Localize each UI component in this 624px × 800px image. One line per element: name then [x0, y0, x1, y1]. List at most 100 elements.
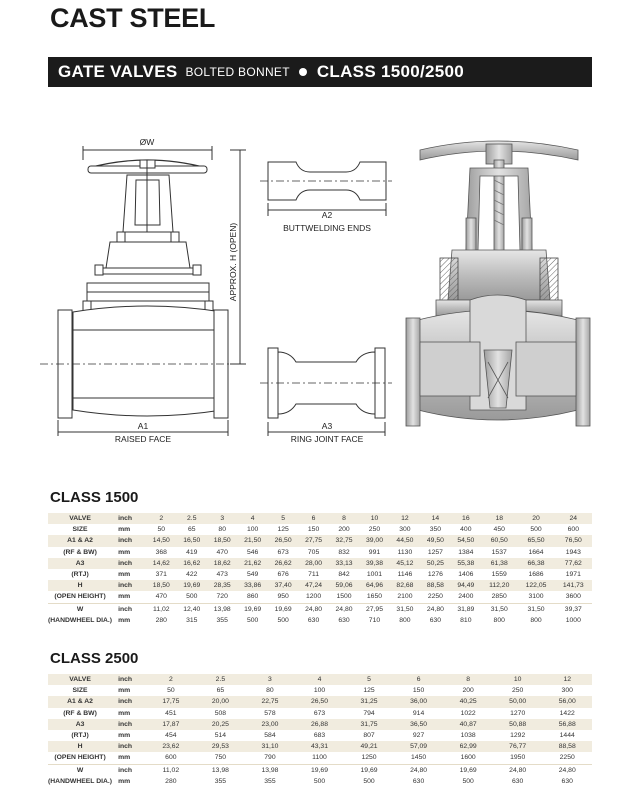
unit-cell: mm: [118, 754, 131, 762]
value-cell: 80: [266, 687, 274, 695]
valve-outline-drawing: [40, 146, 246, 436]
value-cell: 21,62: [237, 557, 268, 569]
unit-cell: inch: [112, 602, 147, 615]
unit-cell: inch: [112, 557, 147, 569]
value-cell: 8: [443, 674, 493, 686]
value-cell: 578: [264, 709, 276, 717]
value-cell: 842: [338, 571, 350, 579]
value-cell: 250: [512, 687, 524, 695]
value-cell: 50,00: [492, 696, 543, 708]
value-cell: 18,50: [206, 535, 238, 547]
value-cell: 1444: [559, 732, 575, 740]
value-cell: 350: [429, 526, 442, 534]
value-cell: 4: [294, 674, 345, 686]
ring-joint-drawing: [260, 347, 392, 436]
value-cell: 3600: [565, 593, 581, 601]
ring-joint-label: RING JOINT FACE: [291, 434, 364, 444]
row-label: W: [48, 602, 113, 615]
value-cell: 2.5: [176, 513, 207, 525]
value-cell: 3100: [528, 593, 544, 601]
value-cell: 19,69: [267, 602, 299, 615]
value-cell: 59,06: [328, 580, 360, 592]
value-cell: 16,50: [176, 535, 207, 547]
value-cell: 300: [399, 526, 411, 534]
value-cell: 28,00: [298, 557, 329, 569]
class-1500-title: CLASS 1500: [50, 489, 139, 506]
value-cell: 80: [218, 526, 226, 534]
value-cell: 1600: [460, 754, 476, 762]
value-cell: 1130: [397, 548, 413, 556]
value-cell: 280: [165, 777, 177, 785]
value-cell: 28,35: [206, 580, 238, 592]
value-cell: 24,80: [298, 602, 329, 615]
value-cell: 18,50: [146, 580, 177, 592]
value-cell: 2250: [427, 593, 443, 601]
value-cell: 630: [429, 616, 442, 624]
value-cell: 50: [167, 687, 175, 695]
value-cell: 40,87: [443, 718, 493, 730]
page-title: CAST STEEL: [50, 3, 216, 33]
value-cell: 64,96: [359, 580, 390, 592]
value-cell: 832: [338, 548, 350, 556]
value-cell: 508: [214, 709, 227, 717]
value-cell: 20,25: [195, 718, 246, 730]
value-cell: 49,21: [344, 741, 394, 753]
buttwelding-label: BUTTWELDING ENDS: [283, 223, 371, 233]
value-cell: 49,50: [420, 535, 451, 547]
value-cell: 27,75: [298, 535, 329, 547]
value-cell: 1038: [460, 732, 476, 740]
value-cell: 19,69: [443, 763, 493, 776]
value-cell: 8: [328, 513, 360, 525]
value-cell: 77,62: [554, 557, 592, 569]
value-cell: 32,75: [328, 535, 360, 547]
value-cell: 1664: [528, 548, 544, 556]
value-cell: 4: [237, 513, 268, 525]
value-cell: 23,62: [146, 741, 196, 753]
bar-class-title: CLASS 1500/2500: [316, 62, 465, 81]
row-label: SIZE: [72, 687, 88, 695]
value-cell: 1450: [411, 754, 427, 762]
value-cell: 584: [264, 732, 276, 740]
value-cell: 1650: [366, 593, 383, 601]
unit-cell: mm: [118, 709, 131, 717]
row-label: A1 & A2: [48, 696, 113, 708]
value-cell: 1200: [306, 593, 322, 601]
value-cell: 927: [412, 732, 425, 740]
value-cell: 1292: [510, 732, 526, 740]
value-cell: 50,88: [492, 718, 543, 730]
value-cell: 76,50: [554, 535, 592, 547]
value-cell: 18: [481, 513, 518, 525]
value-cell: 280: [155, 616, 167, 624]
value-cell: 60,50: [481, 535, 518, 547]
value-cell: 1000: [565, 616, 581, 624]
value-cell: 26,50: [267, 535, 299, 547]
value-cell: 50,25: [420, 557, 451, 569]
value-cell: 1276: [427, 571, 443, 579]
value-cell: 2850: [491, 593, 507, 601]
value-cell: 125: [363, 687, 375, 695]
value-cell: 750: [214, 754, 227, 762]
value-cell: 1100: [312, 754, 327, 762]
unit-cell: mm: [118, 526, 131, 534]
value-cell: 122,05: [517, 580, 555, 592]
value-cell: 57,09: [393, 741, 444, 753]
value-cell: 683: [313, 732, 326, 740]
value-cell: 1384: [458, 548, 474, 556]
value-cell: 470: [216, 548, 228, 556]
value-cell: 24,80: [492, 763, 543, 776]
value-cell: 112,20: [481, 580, 518, 592]
row-label: (HANDWHEEL DIA.): [48, 777, 113, 785]
value-cell: 94,49: [450, 580, 482, 592]
value-cell: 315: [186, 616, 198, 624]
value-cell: 13,98: [206, 602, 238, 615]
unit-cell: inch: [112, 674, 147, 686]
value-cell: 673: [313, 709, 326, 717]
value-cell: 419: [186, 548, 198, 556]
